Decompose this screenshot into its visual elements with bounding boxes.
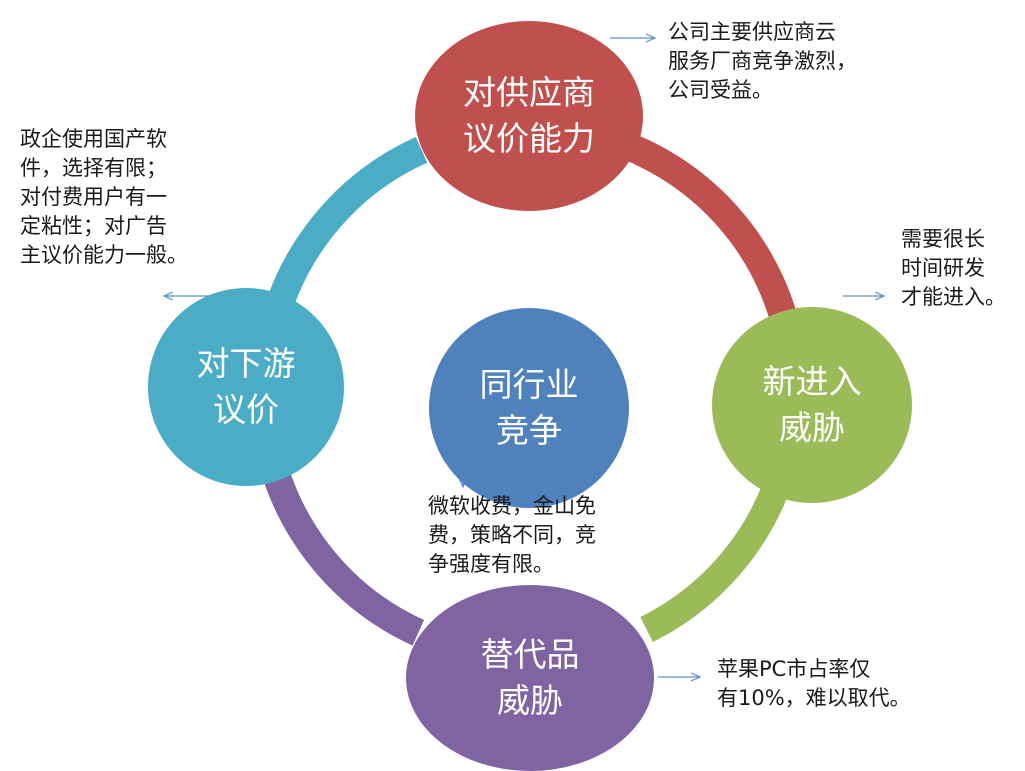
industry-rivalry-node: 同行业 竞争 [429,308,629,508]
rivalry-note: 微软收费，金山免 费，策略不同，竞 争强度有限。 [428,494,596,576]
new-entrant-threat-node: 新进入 威胁 [712,307,912,503]
downstream-note: 政企使用国产软 件，选择有限； 对付费用户有一 定粘性；对广告 主议价能力一般。 [20,127,188,267]
supplier-bargaining-node: 对供应商 议价能力 [415,21,643,211]
supplier-note: 公司主要供应商云 服务厂商竞争激烈， 公司受益。 [668,20,857,102]
ring-arc-entrant-substitute [640,472,794,643]
entrant-note: 需要很长 时间研发 才能进入。 [901,227,1006,309]
substitute-threat-node: 替代品 威胁 [406,585,654,771]
substitute-note: 苹果PC市占率仅 有10%，难以取代。 [717,657,911,710]
downstream-bargaining-node: 对下游 议价 [148,288,344,486]
